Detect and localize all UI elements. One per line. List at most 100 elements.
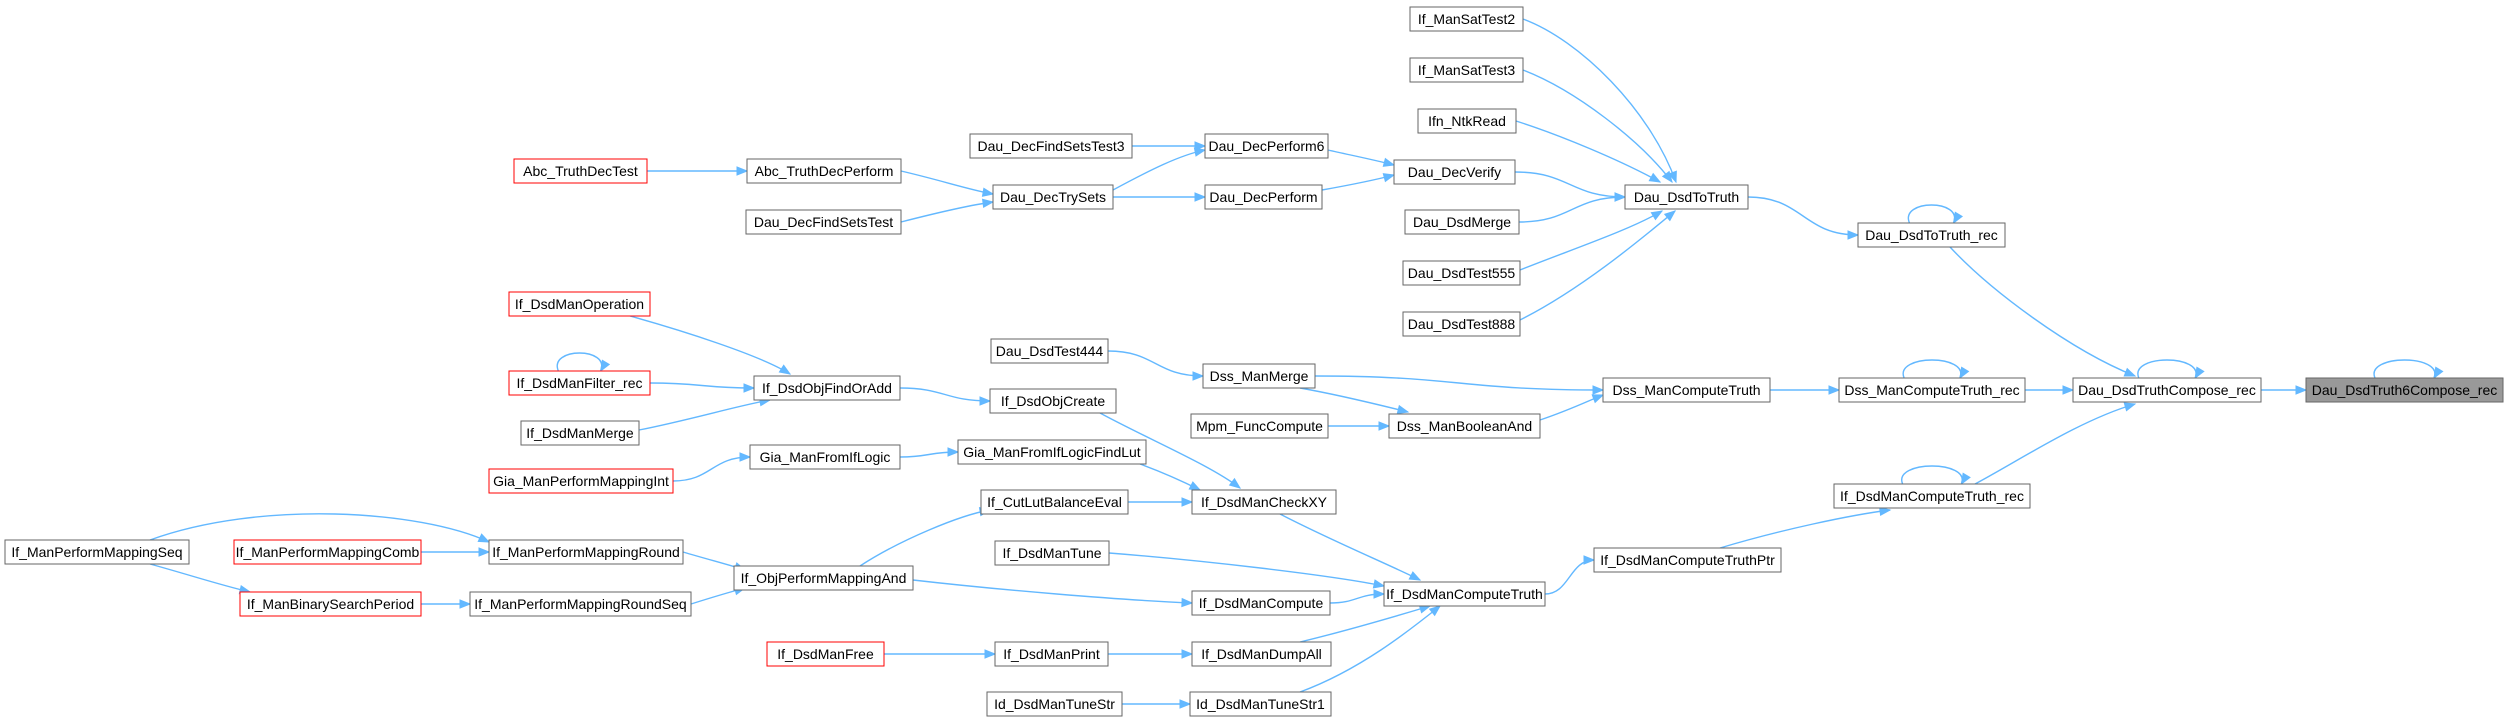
node-label: Id_DsdManTuneStr1 bbox=[1196, 696, 1325, 712]
node-box bbox=[1417, 108, 1517, 134]
node-label: Dau_DecVerify bbox=[1408, 164, 1501, 180]
node-box bbox=[1857, 222, 2006, 248]
node-ifn-ntkread[interactable]: Ifn_NtkRead bbox=[1417, 108, 1517, 134]
node-box bbox=[980, 489, 1129, 515]
node-dau-dsdmerge[interactable]: Dau_DsdMerge bbox=[1404, 209, 1520, 235]
node-box bbox=[1593, 547, 1782, 573]
node-box bbox=[1402, 260, 1521, 286]
node-box bbox=[1409, 6, 1524, 32]
edge-gia-manperformmappingint-to-gia-manfromiflogic bbox=[672, 452, 752, 482]
node-if-manperformmappingroundseq[interactable]: If_ManPerformMappingRoundSeq bbox=[469, 591, 692, 617]
node-if-mansattest3[interactable]: If_ManSatTest3 bbox=[1409, 57, 1524, 83]
node-box bbox=[4, 539, 190, 565]
node-box bbox=[488, 539, 684, 565]
node-if-dsdmancomputetruth[interactable]: If_DsdManComputeTruth bbox=[1383, 581, 1546, 607]
edge-if-objperformmappingand-to-if-dsdmancompute bbox=[912, 579, 1194, 608]
node-if-mansattest2[interactable]: If_ManSatTest2 bbox=[1409, 6, 1524, 32]
node-label: If_DsdManComputeTruth bbox=[1386, 586, 1543, 602]
node-gia-manperformmappingint[interactable]: Gia_ManPerformMappingInt bbox=[488, 468, 674, 494]
node-dau-dsdtruthcompose-rec[interactable]: Dau_DsdTruthCompose_rec bbox=[2072, 377, 2262, 403]
node-if-objperformmappingand[interactable]: If_ObjPerformMappingAnd bbox=[733, 565, 914, 591]
node-dau-decfindsetstest[interactable]: Dau_DecFindSetsTest bbox=[745, 209, 902, 235]
edge-dau-decfindsetstest3-to-dau-decperform6 bbox=[1132, 141, 1207, 151]
node-dau-dsdtest444[interactable]: Dau_DsdTest444 bbox=[990, 338, 1109, 364]
node-dau-dsdtotruth[interactable]: Dau_DsdToTruth bbox=[1624, 184, 1749, 210]
node-dau-decverify[interactable]: Dau_DecVerify bbox=[1393, 159, 1516, 185]
edge-dss-mancomputetruth-rec-to-dau-dsdtruthcompose-rec bbox=[2025, 385, 2075, 395]
node-dss-mancomputetruth-rec[interactable]: Dss_ManComputeTruth_rec bbox=[1838, 377, 2026, 403]
edge-abc-truthdecperform-to-dau-dectrysets bbox=[900, 170, 995, 197]
node-box bbox=[992, 184, 1114, 210]
node-label: Dau_DecTrySets bbox=[1000, 189, 1106, 205]
edge-if-dsdmanfilter-rec-to-if-dsdmanfilter-rec bbox=[556, 352, 611, 373]
node-if-dsdmanprint[interactable]: If_DsdManPrint bbox=[994, 641, 1109, 667]
node-abc-truthdecperform[interactable]: Abc_TruthDecPerform bbox=[746, 158, 902, 184]
node-if-dsdmancheckxy[interactable]: If_DsdManCheckXY bbox=[1191, 489, 1337, 515]
edge-dau-dsdtruth6compose-rec-to-dau-dsdtruth6compose-rec bbox=[2373, 359, 2444, 380]
node-if-dsdmanfree[interactable]: If_DsdManFree bbox=[766, 641, 885, 667]
node-label: If_DsdManCompute bbox=[1199, 595, 1324, 611]
node-if-dsdobjcreate[interactable]: If_DsdObjCreate bbox=[989, 388, 1117, 414]
node-label: Dau_DecFindSetsTest3 bbox=[977, 138, 1124, 154]
node-gia-manfromiflogic[interactable]: Gia_ManFromIfLogic bbox=[749, 444, 901, 470]
node-dau-dsdtest555[interactable]: Dau_DsdTest555 bbox=[1402, 260, 1521, 286]
node-label: Dau_DecFindSetsTest bbox=[754, 214, 893, 230]
node-dau-dsdtotruth-rec[interactable]: Dau_DsdToTruth_rec bbox=[1857, 222, 2006, 248]
node-if-dsdobjfindoradd[interactable]: If_DsdObjFindOrAdd bbox=[753, 375, 901, 401]
node-label: If_DsdManTune bbox=[1002, 545, 1101, 561]
node-dau-dsdtruth6compose-rec[interactable]: Dau_DsdTruth6Compose_rec bbox=[2305, 377, 2504, 403]
node-label: If_DsdManMerge bbox=[526, 425, 634, 441]
node-if-cutlutbalanceeval[interactable]: If_CutLutBalanceEval bbox=[980, 489, 1129, 515]
node-if-manbinarysearchperiod[interactable]: If_ManBinarySearchPeriod bbox=[239, 591, 422, 617]
node-label: Dss_ManBooleanAnd bbox=[1397, 418, 1532, 434]
node-label: Dau_DsdTruth6Compose_rec bbox=[2312, 382, 2497, 398]
node-if-dsdmancomputetruthptr[interactable]: If_DsdManComputeTruthPtr bbox=[1593, 547, 1782, 573]
node-if-dsdmandumpall[interactable]: If_DsdManDumpAll bbox=[1191, 641, 1332, 667]
node-gia-manfromiflogicfindlut[interactable]: Gia_ManFromIfLogicFindLut bbox=[957, 439, 1147, 465]
edge-dss-manmerge-to-dss-manbooleanand bbox=[1299, 387, 1410, 415]
edge-if-manperformmappingseq-to-if-manperformmappinground bbox=[149, 513, 491, 543]
node-dau-dectrysets[interactable]: Dau_DecTrySets bbox=[992, 184, 1114, 210]
node-if-dsdmanmerge[interactable]: If_DsdManMerge bbox=[520, 420, 640, 446]
node-box bbox=[2305, 377, 2504, 403]
node-box bbox=[513, 158, 648, 184]
node-label: Mpm_FuncCompute bbox=[1196, 418, 1323, 434]
node-label: Dss_ManComputeTruth bbox=[1612, 382, 1760, 398]
node-dau-dsdtest888[interactable]: Dau_DsdTest888 bbox=[1402, 311, 1521, 337]
node-label: If_DsdManComputeTruthPtr bbox=[1600, 552, 1775, 568]
node-if-dsdmanfilter-rec[interactable]: If_DsdManFilter_rec bbox=[508, 370, 651, 396]
node-if-dsdmancompute[interactable]: If_DsdManCompute bbox=[1191, 590, 1331, 616]
node-dau-decperform6[interactable]: Dau_DecPerform6 bbox=[1204, 133, 1329, 159]
node-abc-truthdectest[interactable]: Abc_TruthDecTest bbox=[513, 158, 648, 184]
node-label: If_ObjPerformMappingAnd bbox=[741, 570, 907, 586]
edge-if-dsdmanfree-to-if-dsdmanprint bbox=[884, 649, 997, 659]
node-if-dsdmancomputetruth-rec[interactable]: If_DsdManComputeTruth_rec bbox=[1833, 483, 2031, 509]
node-box bbox=[1204, 184, 1323, 210]
node-if-dsdmantune[interactable]: If_DsdManTune bbox=[994, 540, 1110, 566]
edge-if-manbinarysearchperiod-to-if-manperformmappingroundseq bbox=[421, 599, 472, 609]
node-if-manperformmappingcomb[interactable]: If_ManPerformMappingComb bbox=[233, 539, 422, 565]
node-box bbox=[469, 591, 692, 617]
edge-dau-decverify-to-dau-dsdtotruth bbox=[1514, 171, 1627, 202]
node-if-manperformmappingseq[interactable]: If_ManPerformMappingSeq bbox=[4, 539, 190, 565]
node-label: If_DsdManOperation bbox=[515, 296, 644, 312]
node-id-dsdmantunestr1[interactable]: Id_DsdManTuneStr1 bbox=[1189, 691, 1332, 717]
node-dss-mancomputetruth[interactable]: Dss_ManComputeTruth bbox=[1602, 377, 1771, 403]
node-if-manperformmappinground[interactable]: If_ManPerformMappingRound bbox=[488, 539, 684, 565]
node-dss-manbooleanand[interactable]: Dss_ManBooleanAnd bbox=[1388, 413, 1541, 439]
node-mpm-funccompute[interactable]: Mpm_FuncCompute bbox=[1190, 413, 1329, 439]
node-label: Dau_DsdToTruth bbox=[1634, 189, 1739, 205]
node-box bbox=[1191, 590, 1331, 616]
node-id-dsdmantunestr[interactable]: Id_DsdManTuneStr bbox=[986, 691, 1123, 717]
node-box bbox=[1190, 413, 1329, 439]
node-if-dsdmanoperation[interactable]: If_DsdManOperation bbox=[508, 291, 651, 317]
edge-dau-dectrysets-to-dau-decperform bbox=[1113, 192, 1207, 202]
edge-abc-truthdectest-to-abc-truthdecperform bbox=[646, 166, 749, 176]
node-label: Abc_TruthDecPerform bbox=[755, 163, 894, 179]
node-box bbox=[994, 540, 1110, 566]
node-dau-decfindsetstest3[interactable]: Dau_DecFindSetsTest3 bbox=[969, 133, 1133, 159]
node-dau-decperform[interactable]: Dau_DecPerform bbox=[1204, 184, 1323, 210]
node-box bbox=[989, 388, 1117, 414]
node-dss-manmerge[interactable]: Dss_ManMerge bbox=[1202, 363, 1316, 389]
edge-if-manperformmappingcomb-to-if-manperformmappinground bbox=[421, 547, 491, 557]
